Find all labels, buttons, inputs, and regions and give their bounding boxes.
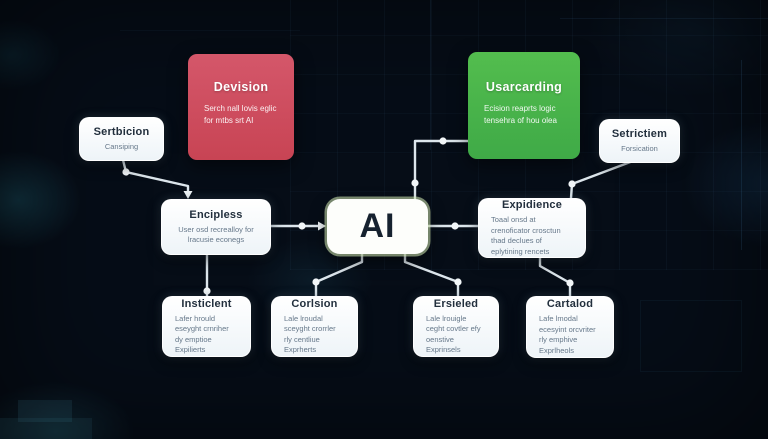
node-subtitle: Serch nall lovis eglic for mtbs srt AI <box>204 104 277 125</box>
node-subtitle: Lale lrouigle ceght covtler efy oenstive… <box>426 313 481 355</box>
node-title: Usarcarding <box>485 80 563 94</box>
node-devision: Devision Serch nall lovis eglic for mtbs… <box>188 54 294 160</box>
node-sertbicion: Sertbicion Cansiping <box>79 117 164 161</box>
node-subtitle: Ecision reaprts logic tensehra of hou ol… <box>484 104 557 125</box>
node-subtitle: Lafer hrould eseyght crnriher dy emptioe… <box>175 313 229 355</box>
node-corlsion: Corlsion Lale lroudal sceyght crorrler r… <box>271 296 358 357</box>
node-subtitle: Lale lroudal sceyght crorrler rly centli… <box>284 313 336 355</box>
node-title: Devision <box>213 80 269 94</box>
node-title: AI <box>359 207 396 245</box>
node-ersieled: Ersieled Lale lrouigle ceght covtler efy… <box>413 296 499 357</box>
node-title: Encipless <box>189 208 243 221</box>
node-title: Expidience <box>501 199 563 211</box>
node-subtitle: Toaal onsd at crenoficator crosctun thad… <box>491 215 561 256</box>
node-title: Sertbicion <box>93 125 150 138</box>
node-setrictiem: Setrictiem Forsication <box>599 119 680 163</box>
node-ai-central: AI <box>327 199 428 254</box>
node-subtitle: User osd recrealloy for lracusie econegs <box>178 224 254 245</box>
node-usarcarding: Usarcarding Ecision reaprts logic tenseh… <box>468 52 580 159</box>
node-encipless: Encipless User osd recrealloy for lracus… <box>161 199 271 255</box>
node-expidience: Expidience Toaal onsd at crenoficator cr… <box>478 198 586 258</box>
node-subtitle: Cansiping <box>104 141 139 151</box>
node-title: Corlsion <box>291 297 338 310</box>
node-cartalod: Cartalod Lafe lmodal ecesyint orcvriter … <box>526 296 614 358</box>
node-insticlent: Insticlent Lafer hrould eseyght crnriher… <box>162 296 251 357</box>
node-subtitle: Forsication <box>621 143 658 153</box>
node-title: Setrictiem <box>611 127 668 140</box>
node-title: Cartalod <box>546 298 594 310</box>
node-title: Insticlent <box>181 297 232 310</box>
node-title: Ersieled <box>433 297 479 310</box>
node-subtitle: Lafe lmodal ecesyint orcvriter rly emphi… <box>539 314 596 355</box>
